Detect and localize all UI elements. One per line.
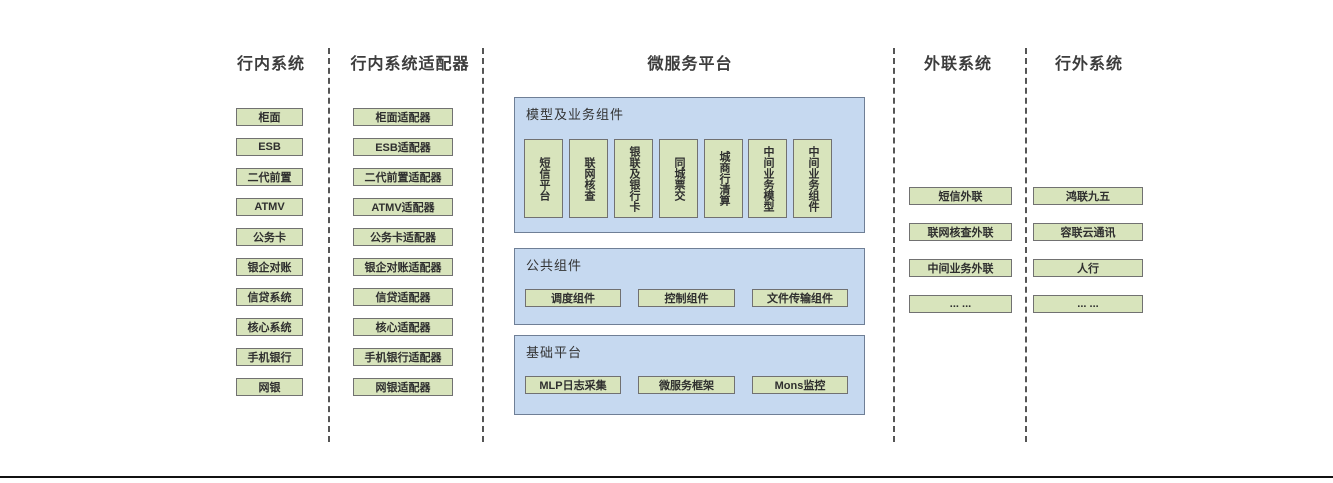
adapter-box-atmv: ATMV适配器 — [353, 198, 453, 216]
component-box-intermediate-business-model: 中间业务模型 — [748, 139, 787, 218]
adapter-box-yinqiduizhang: 银企对账适配器 — [353, 258, 453, 276]
column-title-external-systems: 行外系统 — [1054, 56, 1123, 73]
outreach-box-network-check: 联网核查外联 — [909, 223, 1012, 241]
adapter-box-guimian: 柜面适配器 — [353, 108, 453, 126]
panel-model-business-components: 模型及业务组件 短信平台 联网核查 银联及银行卡 同城票交 城商行清算 中间业务… — [514, 97, 865, 233]
adapter-box-erdaiqianzhi: 二代前置适配器 — [353, 168, 453, 186]
panel-label: 基础平台 — [526, 345, 583, 360]
panel-common-components: 公共组件 调度组件 控制组件 文件传输组件 — [514, 248, 865, 325]
column-title-microservice-platform: 微服务平台 — [647, 56, 733, 73]
component-box-microservice-framework: 微服务框架 — [638, 376, 735, 394]
adapter-box-gongwuka: 公务卡适配器 — [353, 228, 453, 246]
column-title-outreach-systems: 外联系统 — [923, 56, 992, 73]
adapter-box-shoujiyinhang: 手机银行适配器 — [353, 348, 453, 366]
bottom-divider-line — [0, 476, 1333, 478]
component-box-intermediate-business-component: 中间业务组件 — [793, 139, 832, 218]
column-divider-2 — [482, 48, 484, 442]
system-box-hexin: 核心系统 — [236, 318, 303, 336]
adapter-box-esb: ESB适配器 — [353, 138, 453, 156]
component-box-file-transfer: 文件传输组件 — [752, 289, 848, 307]
component-box-network-check: 联网核查 — [569, 139, 608, 218]
component-box-city-bill-exchange: 同城票交 — [659, 139, 698, 218]
adapter-box-xindai: 信贷适配器 — [353, 288, 453, 306]
panel-base-platform: 基础平台 MLP日志采集 微服务框架 Mons监控 — [514, 335, 865, 415]
system-box-guimian: 柜面 — [236, 108, 303, 126]
column-title-internal-systems: 行内系统 — [236, 56, 305, 73]
adapter-box-wangyin: 网银适配器 — [353, 378, 453, 396]
system-box-wangyin: 网银 — [236, 378, 303, 396]
component-box-city-bank-clearing: 城商行清算 — [704, 139, 743, 218]
column-divider-1 — [328, 48, 330, 442]
system-box-yinqiduizhang: 银企对账 — [236, 258, 303, 276]
system-box-atmv: ATMV — [236, 198, 303, 216]
column-divider-4 — [1025, 48, 1027, 442]
system-box-gongwuka: 公务卡 — [236, 228, 303, 246]
external-box-pboc: 人行 — [1033, 259, 1143, 277]
panel-label: 公共组件 — [526, 258, 583, 273]
component-box-scheduling: 调度组件 — [525, 289, 621, 307]
system-box-erdaiqianzhi: 二代前置 — [236, 168, 303, 186]
outreach-box-ellipsis: ... ... — [909, 295, 1012, 313]
adapter-box-hexin: 核心适配器 — [353, 318, 453, 336]
component-box-mons-monitoring: Mons监控 — [752, 376, 848, 394]
outreach-box-intermediate-business: 中间业务外联 — [909, 259, 1012, 277]
external-box-honglian95: 鸿联九五 — [1033, 187, 1143, 205]
system-box-xindai: 信贷系统 — [236, 288, 303, 306]
system-box-esb: ESB — [236, 138, 303, 156]
component-box-mlp-log-collection: MLP日志采集 — [525, 376, 621, 394]
component-box-unionpay-bankcard: 银联及银行卡 — [614, 139, 653, 218]
column-divider-3 — [893, 48, 895, 442]
system-box-shoujiyinhang: 手机银行 — [236, 348, 303, 366]
external-box-ellipsis: ... ... — [1033, 295, 1143, 313]
external-box-ronglian-cloud: 容联云通讯 — [1033, 223, 1143, 241]
column-title-internal-adapters: 行内系统适配器 — [350, 56, 470, 73]
panel-label: 模型及业务组件 — [526, 107, 625, 122]
component-box-control: 控制组件 — [638, 289, 735, 307]
component-box-sms-platform: 短信平台 — [524, 139, 563, 218]
outreach-box-sms: 短信外联 — [909, 187, 1012, 205]
